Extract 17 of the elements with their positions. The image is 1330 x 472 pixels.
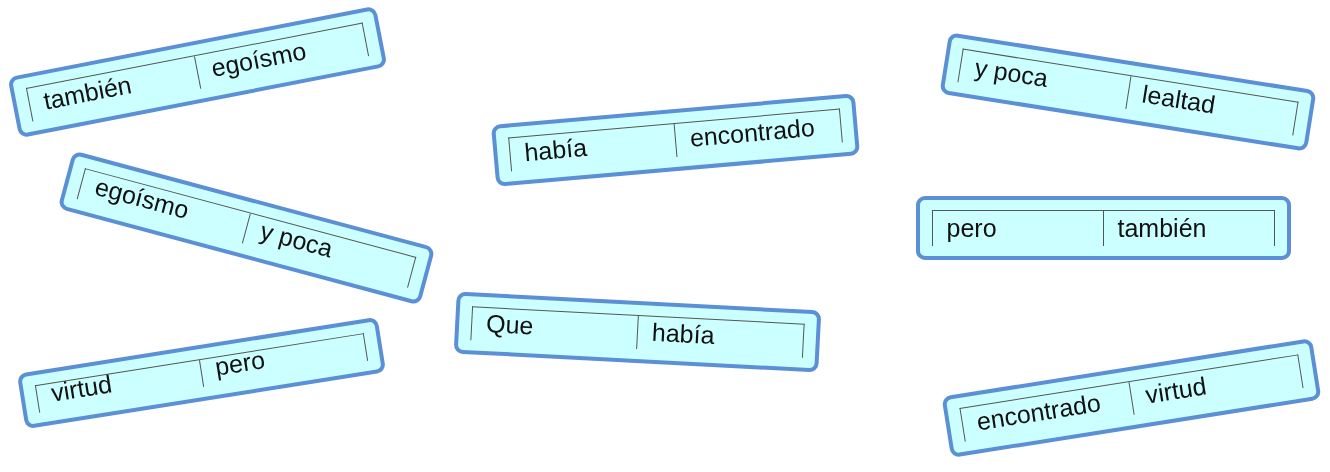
- card-word: había: [650, 318, 715, 349]
- card-word: encontrado: [688, 113, 816, 152]
- card-word: había: [522, 133, 588, 167]
- card-word: pero: [212, 345, 267, 381]
- card-word: también: [40, 70, 134, 115]
- card-word: virtud: [48, 369, 114, 407]
- card-word: egoísmo: [208, 36, 308, 82]
- card-word: y poca: [256, 216, 336, 263]
- card-word: encontrado: [974, 388, 1103, 436]
- card-word: Que: [485, 309, 534, 340]
- card-word: pero: [946, 214, 997, 242]
- card-word: lealtad: [1140, 79, 1218, 119]
- domino-card: [915, 196, 1291, 260]
- card-word: y poca: [972, 53, 1050, 93]
- card-word: egoísmo: [91, 172, 192, 224]
- card-word: también: [1117, 214, 1207, 242]
- card-word: virtud: [1143, 371, 1208, 409]
